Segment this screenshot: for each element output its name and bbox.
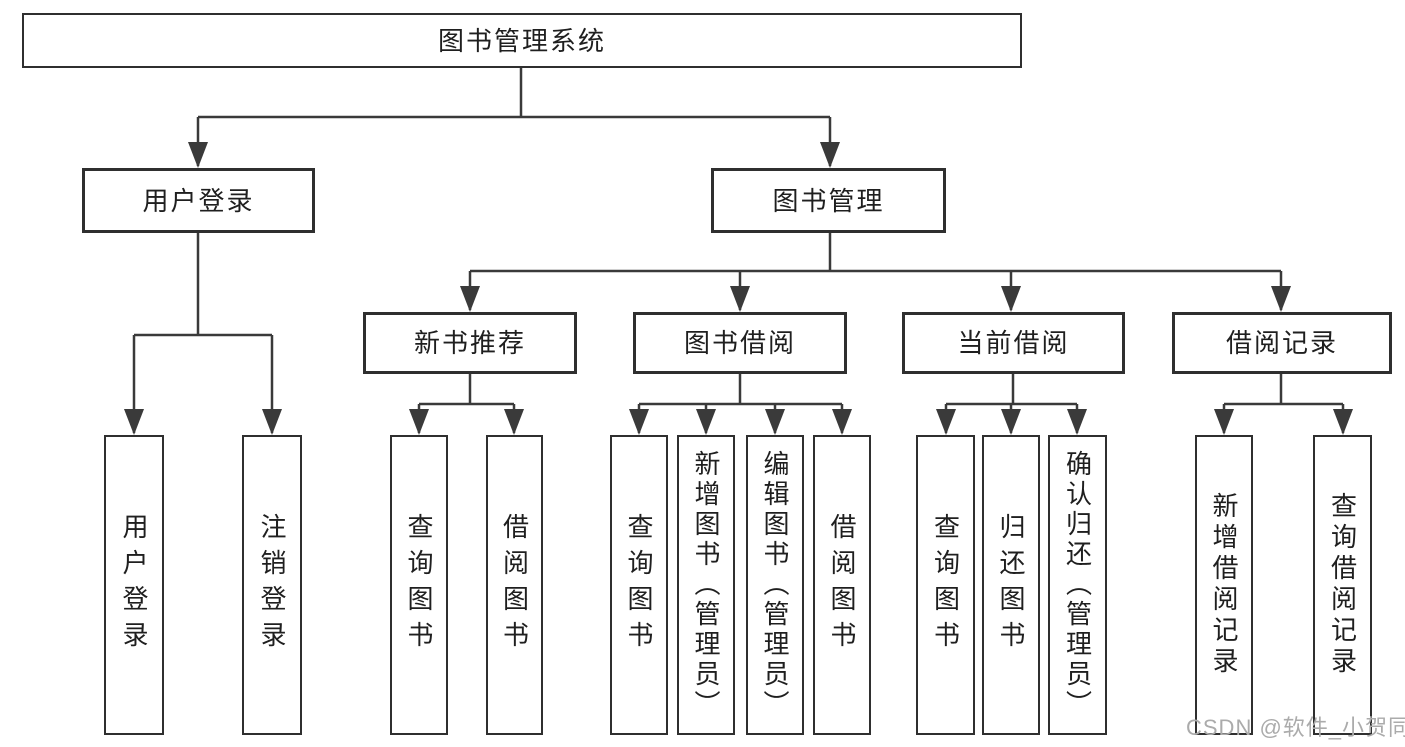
leaf-confirm-return-admin-label: 确认归还（管理员）: [1062, 450, 1093, 720]
leaf-query-books-current: 查询图书: [916, 435, 975, 735]
leaf-query-books-borrowing: 查询图书: [610, 435, 668, 735]
leaf-borrow-books: 借阅图书: [813, 435, 871, 735]
leaf-query-borrow-record: 查询借阅记录: [1313, 435, 1372, 735]
node-user-login-label: 用户登录: [142, 185, 255, 216]
leaf-query-books-recommend-label: 查询图书: [404, 513, 434, 657]
leaf-user-login-label: 用户登录: [119, 513, 149, 657]
leaf-borrow-books-recommend-label: 借阅图书: [499, 513, 530, 657]
node-borrowing-records: 借阅记录: [1172, 312, 1392, 374]
leaf-logout-login: 注销登录: [242, 435, 302, 735]
leaf-logout-login-label: 注销登录: [257, 513, 287, 657]
arrowheads: [124, 142, 1353, 435]
node-current-borrowing-label: 当前借阅: [957, 328, 1070, 358]
node-new-book-recommendation: 新书推荐: [363, 312, 577, 374]
leaf-return-books: 归还图书: [982, 435, 1040, 735]
leaf-user-login: 用户登录: [104, 435, 164, 735]
leaf-edit-books-admin: 编辑图书（管理员）: [746, 435, 804, 735]
leaf-edit-books-admin-label: 编辑图书（管理员）: [760, 450, 790, 720]
leaf-borrow-books-recommend: 借阅图书: [486, 435, 543, 735]
root-node-library-system: 图书管理系统: [22, 13, 1022, 68]
leaf-query-borrow-record-label: 查询借阅记录: [1327, 492, 1358, 678]
node-book-management: 图书管理: [711, 168, 946, 233]
leaf-query-books-recommend: 查询图书: [390, 435, 448, 735]
node-borrowing-records-label: 借阅记录: [1225, 328, 1338, 358]
root-node-label: 图书管理系统: [437, 25, 606, 56]
node-current-borrowing: 当前借阅: [902, 312, 1125, 374]
leaf-query-books-current-label: 查询图书: [930, 513, 961, 657]
leaf-add-books-admin: 新增图书（管理员）: [677, 435, 735, 735]
node-user-login: 用户登录: [82, 168, 315, 233]
node-new-book-recommendation-label: 新书推荐: [413, 328, 526, 358]
leaf-add-borrow-record-label: 新增借阅记录: [1209, 492, 1239, 678]
leaf-query-books-borrowing-label: 查询图书: [624, 513, 654, 657]
csdn-watermark: CSDN @软件_小贺同学: [1186, 715, 1405, 740]
node-book-borrowing-label: 图书借阅: [683, 328, 796, 358]
leaf-return-books-label: 归还图书: [996, 513, 1026, 657]
leaf-confirm-return-admin: 确认归还（管理员）: [1048, 435, 1107, 735]
node-book-borrowing: 图书借阅: [633, 312, 847, 374]
leaf-add-books-admin-label: 新增图书（管理员）: [691, 450, 721, 720]
leaf-borrow-books-label: 借阅图书: [827, 513, 857, 657]
leaf-add-borrow-record: 新增借阅记录: [1195, 435, 1253, 735]
node-book-management-label: 图书管理: [772, 185, 885, 216]
